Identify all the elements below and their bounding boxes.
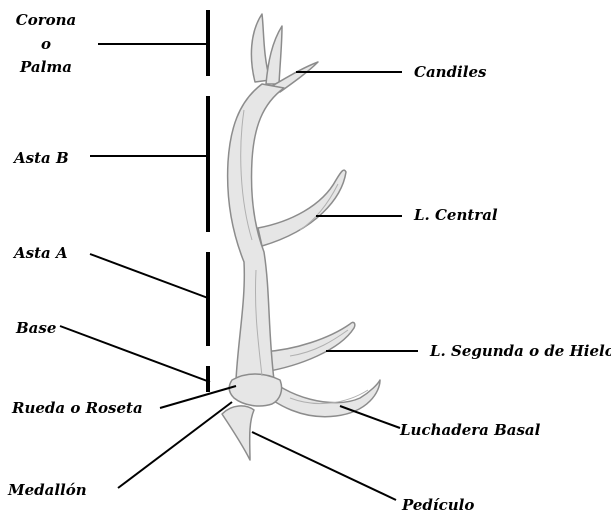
label-l-segunda: L. Segunda o de Hielo [429, 342, 611, 360]
label-corona-line3: Palma [19, 58, 72, 76]
label-corona-line2: o [41, 35, 51, 53]
burr [229, 374, 281, 406]
leader-base [60, 326, 210, 382]
label-asta-b: Asta B [12, 149, 69, 167]
second-tine [262, 322, 355, 372]
crown-tine-middle [266, 26, 282, 84]
leader-asta-a [90, 254, 208, 298]
central-tine [258, 170, 346, 246]
antler-illustration [222, 14, 380, 460]
label-rueda: Rueda o Roseta [11, 399, 143, 417]
label-asta-a: Asta A [12, 244, 68, 262]
label-l-central: L. Central [413, 206, 498, 224]
label-candiles: Candiles [414, 63, 487, 81]
label-luchadera: Luchadera Basal [399, 421, 541, 439]
leader-luchadera [340, 406, 400, 428]
pedicle [222, 406, 254, 460]
label-pediculo: Pedículo [401, 496, 474, 514]
label-medallon: Medallón [7, 481, 87, 499]
label-corona-line1: Corona [16, 11, 76, 29]
label-base: Base [15, 319, 56, 337]
leader-rueda [160, 386, 236, 408]
leader-pediculo [252, 432, 396, 500]
